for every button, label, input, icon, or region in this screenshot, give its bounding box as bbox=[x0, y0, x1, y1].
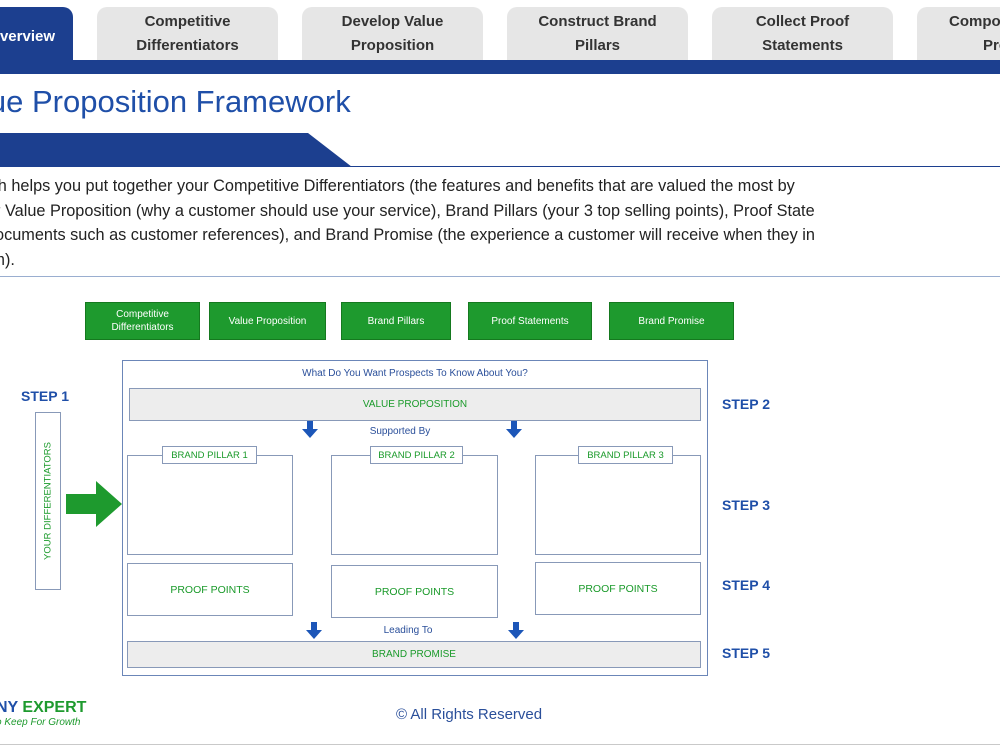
differentiators-label: YOUR DIFFERENTIATORS bbox=[42, 442, 54, 560]
box-label: Brand Promise bbox=[638, 315, 705, 327]
brand-pillar-1-box bbox=[127, 455, 293, 555]
brand-promise-bar: BRAND PROMISE bbox=[127, 641, 701, 668]
proof-points-1: PROOF POINTS bbox=[127, 563, 293, 616]
brand-pillars-box: Brand Pillars bbox=[341, 302, 451, 340]
title-ribbon bbox=[0, 133, 352, 167]
step-1-label: STEP 1 bbox=[21, 388, 69, 404]
tab-label: Competitive bbox=[144, 13, 231, 30]
brand-promise-box: Brand Promise bbox=[609, 302, 734, 340]
tab-label: Pillars bbox=[574, 37, 621, 54]
down-arrow-icon bbox=[506, 421, 522, 438]
box-label: Competitive bbox=[116, 309, 169, 320]
divider bbox=[0, 166, 1000, 167]
value-proposition-box: Value Proposition bbox=[209, 302, 326, 340]
supported-by-label: Supported By bbox=[369, 426, 431, 437]
tab-compose-promise[interactable]: Compo Pro bbox=[917, 7, 1000, 61]
bar-label: BRAND PROMISE bbox=[372, 649, 456, 660]
proof-label: PROOF POINTS bbox=[170, 583, 250, 596]
right-arrow-icon bbox=[66, 481, 122, 527]
intro-line: documents such as customer references), … bbox=[0, 226, 815, 244]
intro-line: ich helps you put together your Competit… bbox=[0, 177, 795, 195]
intro-line: ur Value Proposition (why a customer sho… bbox=[0, 201, 815, 220]
tab-bar-underline bbox=[0, 60, 1000, 74]
tab-competitive-differentiators[interactable]: Competitive Differentiators bbox=[97, 7, 278, 61]
copyright-text: © All Rights Reserved bbox=[396, 706, 543, 723]
box-label: Proof Statements bbox=[491, 315, 569, 327]
tab-label: Develop Value bbox=[341, 13, 444, 30]
value-proposition-bar: VALUE PROPOSITION bbox=[129, 388, 701, 421]
brand-pillar-1-label: BRAND PILLAR 1 bbox=[162, 446, 257, 464]
intro-line: rm). bbox=[0, 250, 15, 269]
down-arrow-icon bbox=[508, 622, 524, 639]
tab-collect-proof-statements[interactable]: Collect Proof Statements bbox=[712, 7, 893, 61]
step-5-label: STEP 5 bbox=[722, 645, 770, 661]
tab-label: Collect Proof bbox=[755, 13, 850, 30]
proof-statements-box: Proof Statements bbox=[468, 302, 592, 340]
step-3-label: STEP 3 bbox=[722, 497, 770, 513]
proof-label: PROOF POINTS bbox=[578, 582, 658, 595]
framework-frame bbox=[122, 360, 708, 676]
brand-pillar-2-label: BRAND PILLAR 2 bbox=[370, 446, 463, 464]
tab-label: Pro bbox=[983, 37, 1000, 54]
pillar-label: BRAND PILLAR 3 bbox=[587, 449, 664, 461]
box-label: Differentiators bbox=[111, 322, 174, 333]
brand-pillar-3-label: BRAND PILLAR 3 bbox=[578, 446, 673, 464]
divider bbox=[0, 744, 1000, 745]
tab-label: Statements bbox=[762, 37, 843, 54]
proof-points-2: PROOF POINTS bbox=[331, 565, 498, 618]
tab-label: Proposition bbox=[350, 37, 435, 54]
pillar-label: BRAND PILLAR 1 bbox=[171, 449, 248, 461]
tab-label: verview bbox=[0, 28, 55, 45]
proof-label: PROOF POINTS bbox=[374, 585, 455, 598]
tab-label: Differentiators bbox=[136, 37, 239, 54]
step-2-label: STEP 2 bbox=[722, 396, 770, 412]
tab-bar: verview Competitive Differentiators Deve… bbox=[0, 0, 1000, 74]
bar-label: VALUE PROPOSITION bbox=[362, 399, 468, 410]
competitive-differentiators-box: Competitive Differentiators bbox=[85, 302, 200, 340]
brand-pillar-2-box bbox=[331, 455, 498, 555]
down-arrow-icon bbox=[302, 421, 318, 438]
logo-text: EXPERT bbox=[22, 699, 87, 716]
differentiators-box bbox=[35, 412, 61, 590]
tab-label: Compo bbox=[949, 13, 1000, 30]
tab-construct-brand-pillars[interactable]: Construct Brand Pillars bbox=[507, 7, 688, 61]
down-arrow-icon bbox=[306, 622, 322, 639]
leading-to-label: Leading To bbox=[383, 625, 433, 636]
tab-develop-value-proposition[interactable]: Develop Value Proposition bbox=[302, 7, 483, 61]
frame-title: What Do You Want Prospects To Know About… bbox=[302, 368, 528, 379]
intro-paragraph: ich helps you put together your Competit… bbox=[0, 174, 1000, 272]
divider bbox=[0, 276, 1000, 277]
box-label: Value Proposition bbox=[228, 315, 307, 327]
tab-overview[interactable]: verview bbox=[0, 7, 73, 67]
brand-pillar-3-box bbox=[535, 455, 701, 555]
page-title: lue Proposition Framework bbox=[0, 84, 351, 119]
logo-tagline: o Keep For Growth bbox=[0, 717, 81, 728]
proof-points-3: PROOF POINTS bbox=[535, 562, 701, 615]
box-label: Brand Pillars bbox=[367, 315, 425, 327]
step-4-label: STEP 4 bbox=[722, 577, 770, 593]
tab-label: Construct Brand bbox=[538, 13, 657, 30]
logo-text: NY bbox=[0, 699, 18, 716]
pillar-label: BRAND PILLAR 2 bbox=[378, 449, 455, 461]
company-logo: NY EXPERT bbox=[0, 699, 86, 717]
